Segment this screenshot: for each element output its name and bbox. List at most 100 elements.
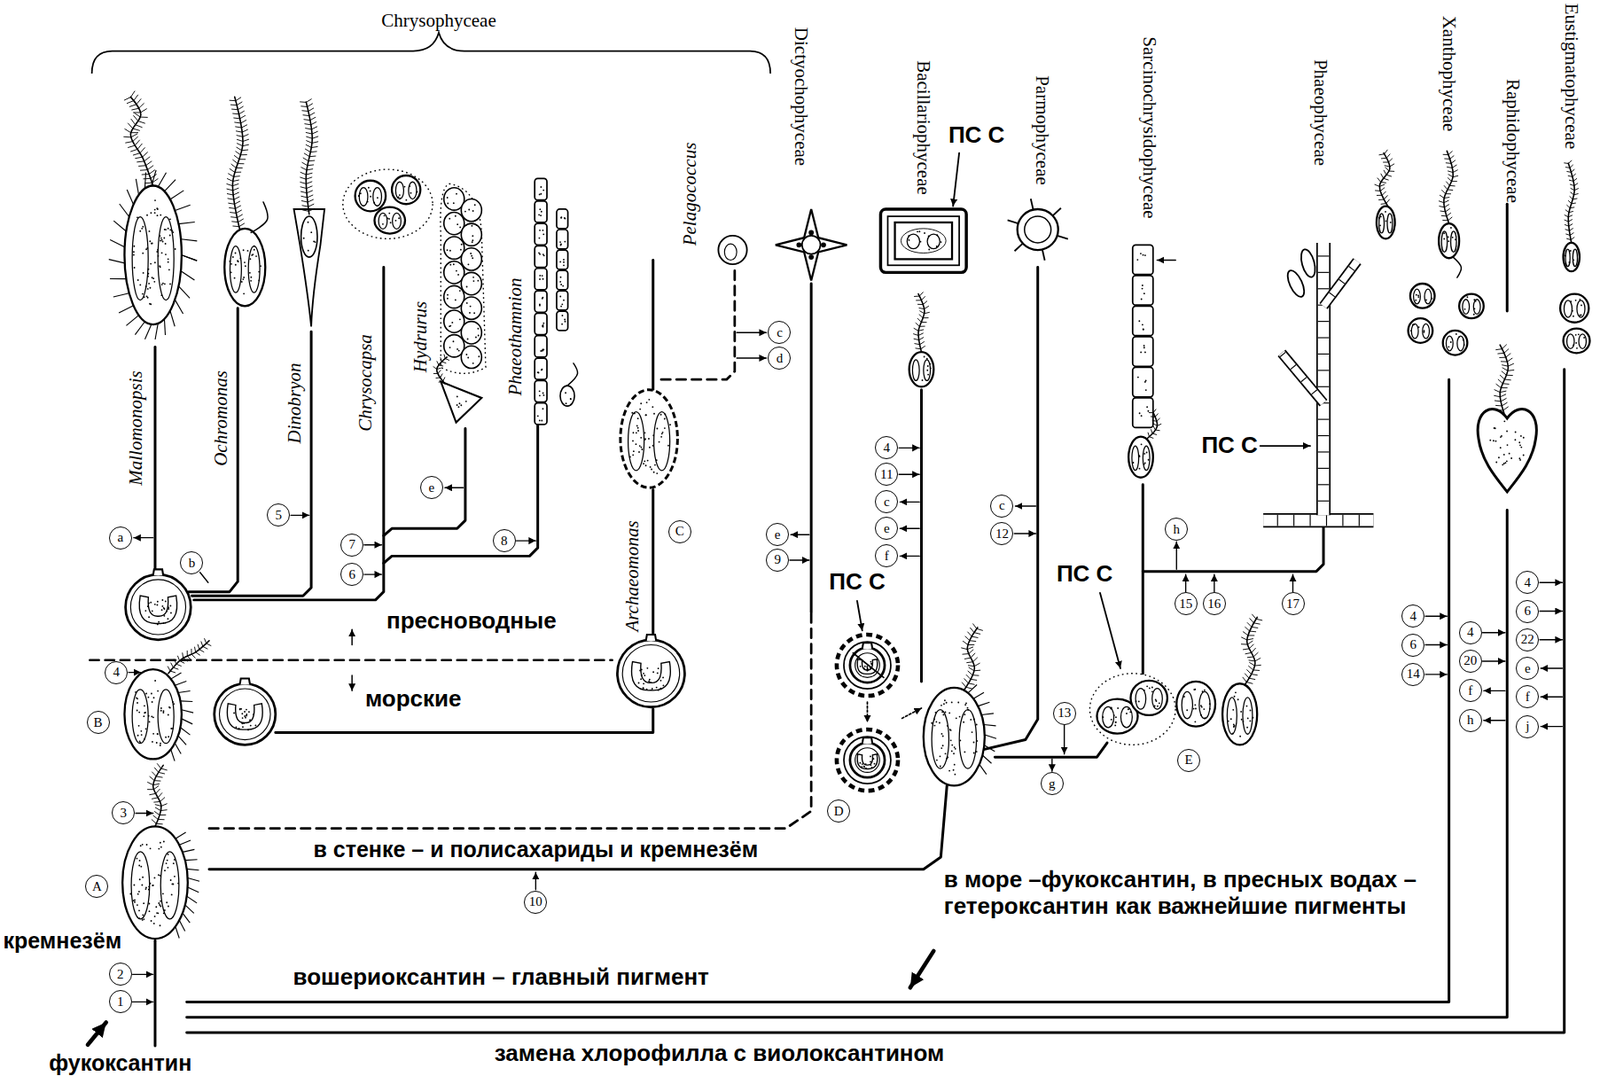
stipple-dot <box>951 744 953 747</box>
mastigoneme <box>305 99 312 103</box>
stipple-dot <box>928 363 931 366</box>
mastigoneme <box>171 663 174 669</box>
mastigoneme <box>1247 639 1254 640</box>
stipple-dot <box>1127 708 1130 711</box>
stipple-dot <box>162 282 164 285</box>
chloroplast <box>1578 334 1586 350</box>
mastigoneme <box>312 141 319 144</box>
mastigoneme <box>130 148 138 152</box>
mastigoneme <box>307 195 314 198</box>
stipple-dot <box>939 765 942 768</box>
callout-circle: 6 <box>340 562 364 586</box>
stipple-dot <box>928 235 930 238</box>
stipple-dot <box>159 842 162 844</box>
mastigoneme <box>1251 614 1257 620</box>
stipple-dot <box>1194 688 1196 691</box>
mastigoneme <box>137 143 142 149</box>
stipple-dot <box>388 212 391 215</box>
cross-wall <box>1318 468 1330 469</box>
mastigoneme <box>922 317 929 319</box>
chloroplast <box>857 754 878 770</box>
stipple-dot <box>940 704 943 707</box>
stipple-dot <box>1132 461 1135 464</box>
bristle <box>185 858 198 861</box>
stipple-dot <box>160 846 163 849</box>
stipple-dot <box>172 862 175 865</box>
mastigoneme <box>969 627 975 633</box>
stipple-dot <box>864 665 867 668</box>
stipple-dot <box>640 674 643 677</box>
chloroplast <box>132 217 149 301</box>
mastigoneme <box>443 377 445 383</box>
stipple-dot <box>560 276 562 279</box>
callout-arrow <box>1213 574 1215 593</box>
stipple-dot <box>158 904 161 906</box>
stipple-dot <box>860 765 863 768</box>
mastigoneme <box>1568 179 1574 181</box>
stipple-dot <box>542 392 545 395</box>
mastigoneme <box>1441 215 1447 218</box>
mastigoneme <box>1443 185 1448 190</box>
mastigoneme <box>1445 162 1452 164</box>
mastigoneme <box>1574 193 1579 195</box>
callout-text: b <box>188 556 196 570</box>
stipple-dot <box>1186 709 1188 711</box>
stipple-dot <box>171 893 173 896</box>
mastigoneme <box>970 653 976 658</box>
stipple-dot <box>143 738 146 741</box>
callout-arrow <box>132 1001 154 1003</box>
stipple-dot <box>1474 307 1476 310</box>
stipple-dot <box>541 274 544 277</box>
stipple-dot <box>161 599 164 601</box>
stipple-dot <box>148 240 151 242</box>
stipple-dot <box>468 312 471 314</box>
mastigoneme <box>147 165 154 171</box>
callout-circle: 13 <box>1053 702 1077 726</box>
stipple-dot <box>645 413 648 416</box>
cell-outline <box>460 296 482 320</box>
cyst-pore <box>862 737 874 744</box>
filament-cell <box>1132 305 1154 336</box>
stipple-dot <box>157 902 160 905</box>
stipple-dot <box>454 299 457 302</box>
leader-arrow <box>1100 593 1121 669</box>
stipple-dot <box>1138 454 1140 457</box>
chloroplast <box>248 246 260 293</box>
stipple-dot <box>564 218 567 220</box>
annotation: замена хлорофилла c виолоксантином <box>494 1040 945 1068</box>
stipple-dot <box>564 320 567 323</box>
mastigoneme <box>1256 618 1263 621</box>
mastigoneme <box>132 136 139 142</box>
stipple-dot <box>542 349 545 352</box>
mastigoneme <box>300 191 307 194</box>
mastigoneme <box>1565 229 1570 232</box>
callout-text: 22 <box>1521 632 1535 647</box>
stipple-dot <box>965 702 968 704</box>
genus-name: Hydrurus <box>409 301 431 374</box>
mastigoneme <box>1246 682 1253 685</box>
filament-cell <box>556 229 569 250</box>
stipple-dot <box>542 326 545 328</box>
callout-arrow <box>135 812 154 814</box>
mastigoneme <box>913 338 920 340</box>
stipple-dot <box>931 723 934 726</box>
chloroplast <box>1135 688 1147 710</box>
bristle <box>979 764 987 774</box>
callout-text: 11 <box>880 468 893 482</box>
mastigoneme <box>1249 617 1255 623</box>
stipple-dot <box>1475 300 1477 303</box>
callout-arrow <box>736 357 766 359</box>
stipple-dot <box>540 368 543 371</box>
mastigoneme <box>962 653 969 656</box>
mastigoneme <box>1446 166 1452 168</box>
stipple-dot <box>629 456 632 459</box>
callout-circle: 7 <box>340 533 364 557</box>
mastigoneme <box>1153 426 1156 431</box>
stipple-dot <box>234 726 237 729</box>
silica-skeleton <box>775 209 848 281</box>
stipple-dot <box>458 350 461 352</box>
stipple-dot <box>161 251 164 254</box>
stipple-dot <box>142 902 145 905</box>
cross-wall <box>1328 292 1335 297</box>
stipple-dot <box>647 398 650 401</box>
